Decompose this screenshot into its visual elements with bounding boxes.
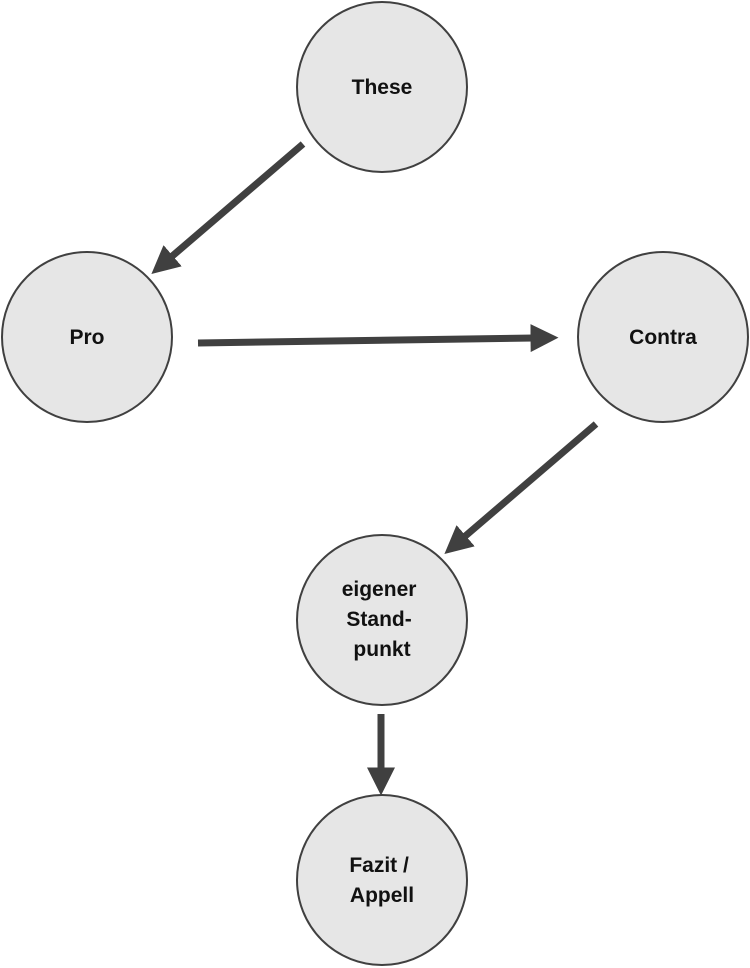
- edge-these-to-pro: [151, 141, 306, 274]
- node-standpunkt-label-line-3: punkt: [353, 638, 410, 661]
- node-standpunkt-circle: [296, 534, 468, 706]
- node-fazit-label: Fazit / Appell: [349, 854, 414, 907]
- node-standpunkt-label-line-2: Stand-: [346, 608, 411, 631]
- edge-pro-to-contra: [197, 324, 559, 353]
- node-standpunkt-label: eigener Stand- punkt: [342, 578, 423, 661]
- node-pro: Pro: [1, 251, 173, 423]
- arrow-pro-to-contra: [197, 324, 559, 353]
- node-standpunkt: eigener Stand- punkt: [296, 534, 468, 706]
- node-contra: Contra: [577, 251, 749, 423]
- node-fazit: Fazit / Appell: [296, 794, 468, 966]
- node-pro-circle: [1, 251, 173, 423]
- node-standpunkt-label-line-1: eigener: [342, 578, 417, 601]
- node-fazit-label-line-2: Appell: [350, 884, 414, 907]
- node-fazit-circle: [296, 794, 468, 966]
- edge-contra-to-standpunkt: [444, 421, 599, 554]
- node-these-label: These: [352, 76, 413, 99]
- node-pro-label: Pro: [69, 326, 104, 349]
- node-these-label-line-1: These: [352, 76, 413, 99]
- node-pro-label-line-1: Pro: [69, 326, 104, 349]
- node-contra-label-line-1: Contra: [629, 326, 697, 349]
- node-contra-circle: [577, 251, 749, 423]
- node-contra-label: Contra: [629, 326, 697, 349]
- node-these-circle: [296, 1, 468, 173]
- arrow-contra-to-standpunkt: [444, 421, 599, 554]
- node-fazit-label-line-1: Fazit /: [349, 854, 409, 877]
- node-these: These: [296, 1, 468, 173]
- arrow-these-to-pro: [151, 141, 306, 274]
